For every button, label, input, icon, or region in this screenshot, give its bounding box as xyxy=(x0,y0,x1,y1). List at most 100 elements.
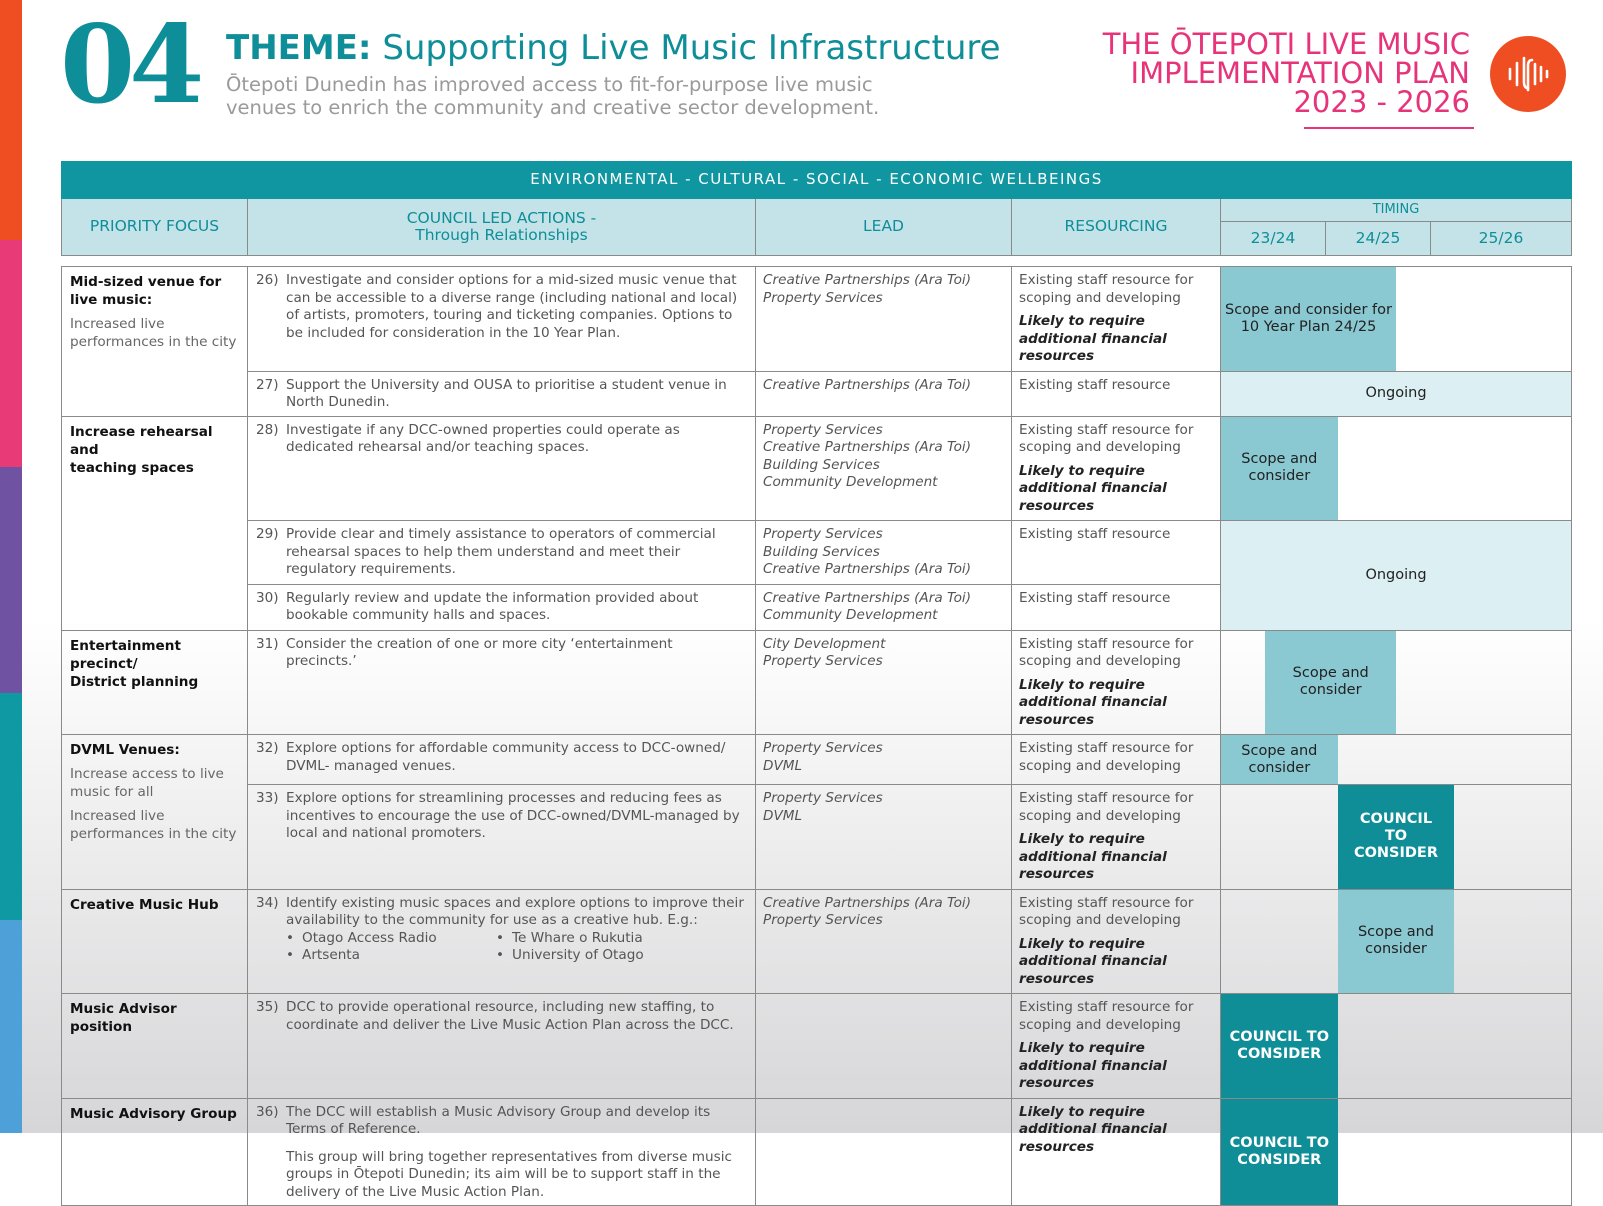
resourcing-26: Existing staff resource for scoping and … xyxy=(1011,266,1221,372)
timing-32: Scope and consider xyxy=(1219,734,1573,785)
priority-dvml-venues: DVML Venues: Increase access to live mus… xyxy=(61,734,248,890)
priority-title: Music Advisor position xyxy=(70,1001,177,1035)
plan-title: THE ŌTEPOTI LIVE MUSIC IMPLEMENTATION PL… xyxy=(1050,30,1470,117)
list-item: University of Otago xyxy=(496,947,696,965)
timing-bar: COUNCIL TO CONSIDER xyxy=(1221,1098,1338,1205)
action-34: 34)Identify existing music spaces and ex… xyxy=(247,888,756,994)
timing-bar: Ongoing xyxy=(1221,371,1572,416)
resourcing-34: Existing staff resource for scoping and … xyxy=(1011,888,1221,994)
col-year-24-25: 24/25 xyxy=(1325,221,1431,256)
action-30: 30)Regularly review and update the infor… xyxy=(247,583,756,631)
resourcing-31: Existing staff resource for scoping and … xyxy=(1011,629,1221,735)
action-35: 35)DCC to provide operational resource, … xyxy=(247,993,756,1099)
col-year-25-26: 25/26 xyxy=(1429,221,1573,256)
resourcing-29: Existing staff resource xyxy=(1011,520,1221,585)
resourcing-27: Existing staff resource xyxy=(1011,370,1221,417)
resourcing-28: Existing staff resource for scoping and … xyxy=(1011,415,1221,521)
col-resourcing: RESOURCING xyxy=(1011,198,1221,256)
side-stripe-teal xyxy=(0,693,22,920)
priority-title: Creative Music Hub xyxy=(70,896,219,913)
actions-table: ENVIRONMENTAL - CULTURAL - SOCIAL - ECON… xyxy=(60,161,1573,1206)
col-council-actions: COUNCIL LED ACTIONS -Through Relationshi… xyxy=(247,198,756,256)
col-priority-focus: PRIORITY FOCUS xyxy=(61,198,248,256)
timing-36: COUNCIL TO CONSIDER xyxy=(1219,1097,1573,1206)
timing-33: COUNCIL TO CONSIDER xyxy=(1219,784,1573,890)
wellbeings-banner: ENVIRONMENTAL - CULTURAL - SOCIAL - ECON… xyxy=(60,161,1573,199)
timing-bar: Ongoing xyxy=(1221,521,1572,630)
timing-bar: Scope and consider xyxy=(1221,735,1338,784)
lead-30: Creative Partnerships (Ara Toi)Community… xyxy=(755,583,1012,631)
theme-name: Supporting Live Music Infrastructure xyxy=(382,28,1001,68)
table-row: Entertainment precinct/District planning… xyxy=(61,629,1573,735)
timing-bar: COUNCIL TO CONSIDER xyxy=(1221,994,1338,1098)
timing-28: Scope and consider xyxy=(1219,415,1573,521)
plan-title-line2: IMPLEMENTATION PLAN xyxy=(1130,56,1470,90)
timing-26: Scope and consider for 10 Year Plan 24/2… xyxy=(1219,266,1573,372)
table-row: 29)Provide clear and timely assistance t… xyxy=(62,520,1573,631)
timing-bar: Scope and consider xyxy=(1265,630,1396,734)
lead-27: Creative Partnerships (Ara Toi) xyxy=(755,370,1012,417)
priority-music-advisor: Music Advisor position xyxy=(61,993,248,1099)
priority-desc-2: Increased live performances in the city xyxy=(70,808,237,842)
timing-bar: COUNCIL TO CONSIDER xyxy=(1337,785,1455,889)
table-row: 33)Explore options for streamlining proc… xyxy=(62,784,1573,890)
action-32: 32)Explore options for affordable commun… xyxy=(247,734,756,785)
table-row: 30)Regularly review and update the infor… xyxy=(62,583,1572,631)
action-33: 33)Explore options for streamlining proc… xyxy=(247,784,756,890)
priority-title: Music Advisory Group xyxy=(70,1105,237,1122)
priority-title: Entertainment precinct/District planning xyxy=(70,637,199,690)
hub-examples-list: Otago Access Radio Te Whare o Rukutia Ar… xyxy=(256,930,747,965)
priority-desc: Increased live performances in the city xyxy=(70,316,237,350)
action-26: 26)Investigate and consider options for … xyxy=(247,266,756,372)
theme-label: THEME: xyxy=(226,28,372,68)
plan-title-underline xyxy=(1304,127,1474,129)
side-stripe-blue xyxy=(0,920,22,1133)
priority-desc: Increase access to live music for all xyxy=(70,766,224,800)
lead-26: Creative Partnerships (Ara Toi)Property … xyxy=(755,266,1012,372)
timing-bar: Scope and consider for 10 Year Plan 24/2… xyxy=(1221,267,1396,371)
action-27: 27)Support the University and OUSA to pr… xyxy=(247,370,756,417)
lead-34: Creative Partnerships (Ara Toi)Property … xyxy=(755,888,1012,994)
list-item: Te Whare o Rukutia xyxy=(496,930,696,948)
lead-35 xyxy=(755,993,1012,1099)
col-timing: TIMING xyxy=(1219,198,1573,222)
timing-31: Scope and consider xyxy=(1219,629,1573,735)
action-28: 28)Investigate if any DCC-owned properti… xyxy=(247,415,756,521)
side-stripe-orange xyxy=(0,0,22,240)
table-row: Music Advisory Group 36)The DCC will est… xyxy=(61,1097,1573,1206)
timing-34: Scope and consider xyxy=(1219,888,1573,994)
action-36: 36)The DCC will establish a Music Adviso… xyxy=(247,1097,756,1206)
col-actions-line1: COUNCIL LED ACTIONS - xyxy=(406,208,597,227)
col-actions-line2: Through Relationships xyxy=(415,226,588,244)
theme-subtitle: Ōtepoti Dunedin has improved access to f… xyxy=(226,73,880,119)
priority-title: DVML Venues: xyxy=(70,742,180,758)
action-29: 29)Provide clear and timely assistance t… xyxy=(247,520,756,585)
list-item: Otago Access Radio xyxy=(286,930,496,948)
priority-entertainment-precinct: Entertainment precinct/District planning xyxy=(61,629,248,735)
plan-title-line3: 2023 - 2026 xyxy=(1293,85,1470,119)
plan-title-line1: THE ŌTEPOTI LIVE MUSIC xyxy=(1102,27,1470,61)
resourcing-30: Existing staff resource xyxy=(1011,583,1221,631)
priority-creative-music-hub: Creative Music Hub xyxy=(61,888,248,994)
timing-29-30: Ongoing xyxy=(1219,520,1573,631)
list-item: Artsenta xyxy=(286,947,496,965)
resourcing-35: Existing staff resource for scoping and … xyxy=(1011,993,1221,1099)
table-row: Music Advisor position 35)DCC to provide… xyxy=(61,993,1573,1099)
resourcing-33: Existing staff resource for scoping and … xyxy=(1011,784,1221,890)
lead-36 xyxy=(755,1097,1012,1206)
timing-bar: Scope and consider xyxy=(1337,889,1455,993)
action-31: 31)Consider the creation of one or more … xyxy=(247,629,756,735)
theme-number: 04 xyxy=(60,2,204,128)
timing-bar: Scope and consider xyxy=(1221,416,1338,520)
col-year-23-24: 23/24 xyxy=(1220,221,1326,256)
table-row: DVML Venues: Increase access to live mus… xyxy=(61,734,1573,890)
